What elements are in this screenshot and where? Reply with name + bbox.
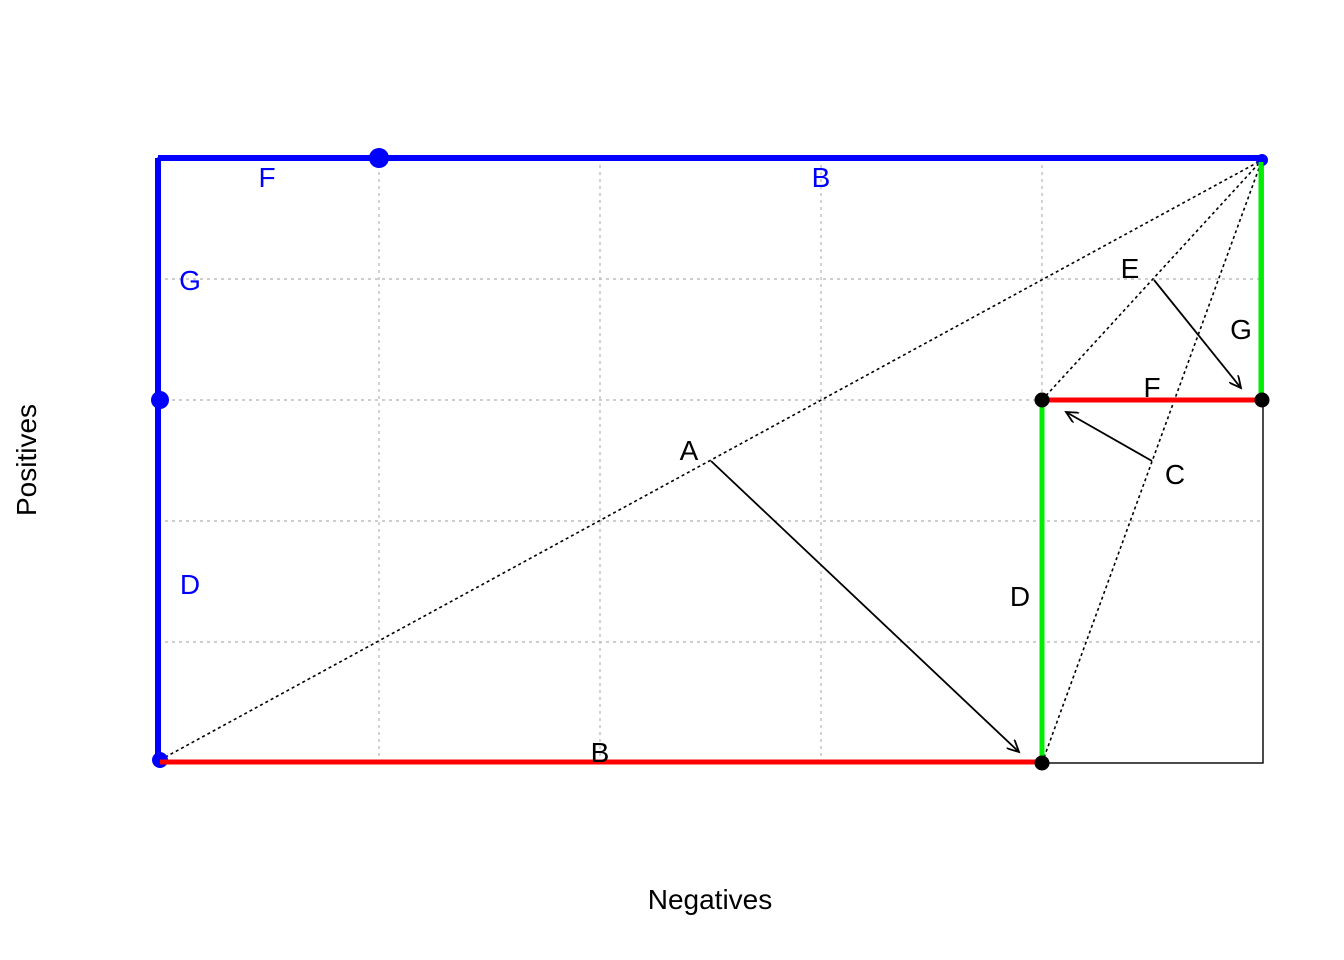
- arrow-a: [710, 460, 1019, 752]
- dotted-line-e: [1041, 159, 1263, 401]
- blue-labels: F B G D: [179, 162, 830, 600]
- arrow-e: [1153, 279, 1241, 388]
- blue-boundary: [151, 148, 1268, 768]
- dotted-line-c: [1041, 159, 1263, 764]
- arrows: [710, 279, 1241, 752]
- label-blue-f: F: [258, 162, 275, 193]
- point-upper-left: [1034, 392, 1050, 408]
- label-blue-g: G: [179, 265, 201, 296]
- black-labels: A B C D E F G: [591, 253, 1252, 768]
- label-blue-b: B: [812, 162, 831, 193]
- green-segments: [1039, 162, 1264, 762]
- label-e: E: [1121, 253, 1140, 284]
- y-axis-title: Positives: [11, 404, 42, 516]
- red-segments: [160, 397, 1262, 765]
- label-c: C: [1165, 459, 1185, 490]
- label-blue-d: D: [180, 569, 200, 600]
- label-a: A: [680, 435, 699, 466]
- label-g: G: [1230, 314, 1252, 345]
- grid: [158, 158, 1263, 763]
- point-bottom: [1034, 755, 1050, 771]
- dotted-line-a: [159, 159, 1263, 761]
- black-points: [1034, 392, 1270, 771]
- blue-left-point: [151, 391, 169, 409]
- label-f: F: [1143, 372, 1160, 403]
- blue-top-point: [369, 148, 389, 168]
- arrow-c: [1066, 412, 1153, 462]
- dotted-lines: [159, 159, 1263, 764]
- label-b: B: [591, 737, 610, 768]
- point-upper-right: [1254, 392, 1270, 408]
- label-d: D: [1010, 581, 1030, 612]
- x-axis-title: Negatives: [648, 884, 773, 915]
